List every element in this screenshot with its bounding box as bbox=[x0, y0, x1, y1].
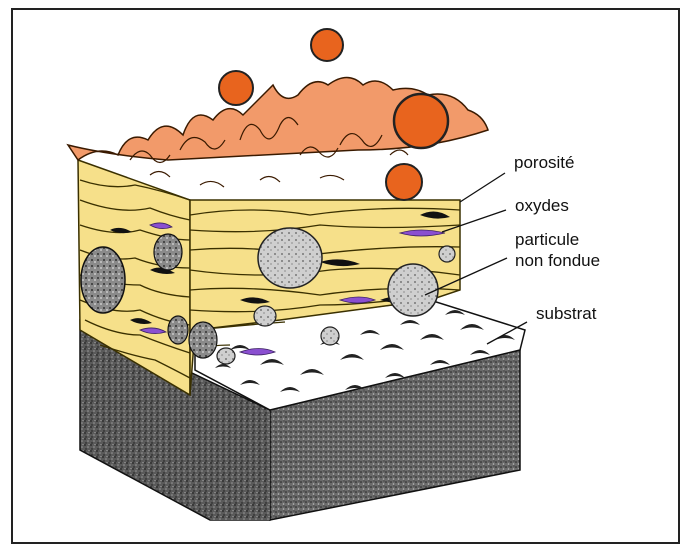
label-oxydes: oxydes bbox=[515, 195, 569, 216]
label-particule-line2: non fondue bbox=[515, 250, 600, 271]
label-porosite: porosité bbox=[514, 152, 574, 173]
label-particule-line1: particule bbox=[515, 229, 600, 250]
label-particule-non-fondue: particule non fondue bbox=[515, 229, 600, 271]
droplet bbox=[394, 94, 448, 148]
label-substrat: substrat bbox=[536, 303, 596, 324]
leader-line-porosite bbox=[460, 173, 505, 202]
droplet bbox=[219, 71, 253, 105]
droplet bbox=[386, 164, 422, 200]
droplet bbox=[311, 29, 343, 61]
